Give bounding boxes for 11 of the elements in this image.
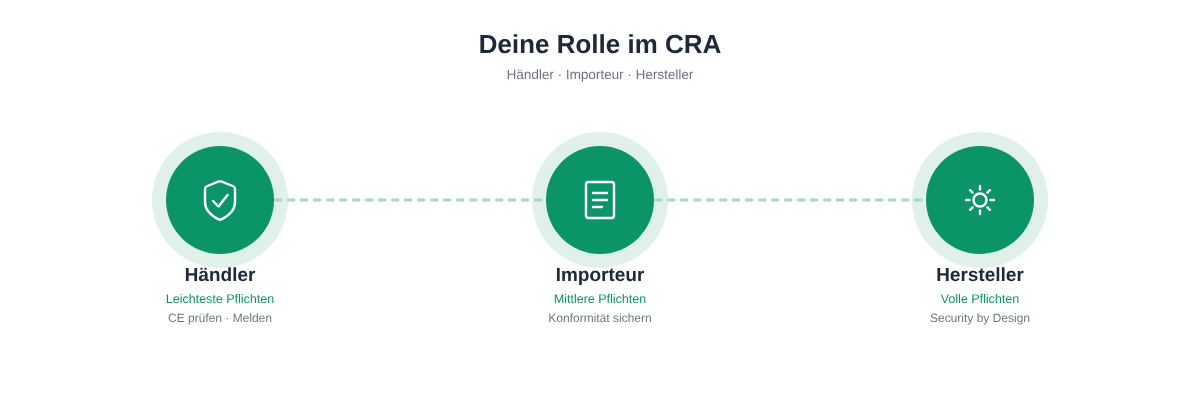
role-name: Importeur (556, 267, 645, 285)
role-name: Händler (185, 267, 256, 282)
role-name: Hersteller (937, 267, 1024, 282)
role-description: Konformität sichern (549, 313, 651, 323)
duty-label: Mittlere Pflichten (554, 293, 646, 304)
subtitle: Händler · Importeur · Hersteller (507, 69, 694, 82)
duty-label: Leichteste Pflichten (166, 293, 274, 304)
role-description: CE prüfen · Melden (168, 313, 272, 325)
role-description: Security by Design (930, 313, 1030, 325)
duty-label: Volle Pflichten (940, 293, 1019, 304)
title: Deine Rolle im CRA (480, 34, 721, 54)
